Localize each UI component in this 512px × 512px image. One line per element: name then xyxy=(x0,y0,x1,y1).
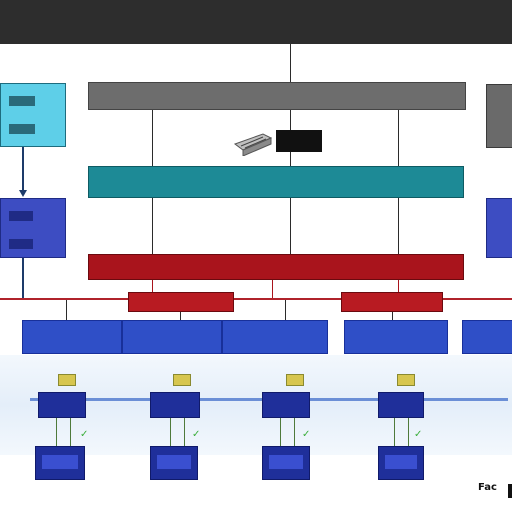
node-2-cable-a xyxy=(170,418,171,446)
red-tab-2 xyxy=(341,292,443,312)
server-icon xyxy=(233,130,273,157)
check-icon: ✓ xyxy=(80,429,89,440)
node-2-cable-b xyxy=(184,418,185,446)
left-cyan-chip-1 xyxy=(9,96,35,106)
left-cyan-chip-2 xyxy=(9,124,35,134)
teal-layer xyxy=(88,166,464,198)
connector-teal-b xyxy=(290,198,291,254)
node-4-device-screen xyxy=(385,455,417,469)
left-blue-box xyxy=(0,198,66,258)
battery-icon xyxy=(286,374,304,386)
red-tab-1 xyxy=(128,292,234,312)
node-3-device xyxy=(262,446,310,480)
node-4-device xyxy=(378,446,424,480)
node-2-device xyxy=(150,446,198,480)
blue-module-5 xyxy=(462,320,512,354)
node-2-device-screen xyxy=(157,455,191,469)
connector-blue-b xyxy=(180,312,181,320)
node-2 xyxy=(150,392,200,418)
node-3-cable-a xyxy=(280,418,281,446)
node-1 xyxy=(38,392,86,418)
node-3-device-screen xyxy=(269,455,303,469)
connector-red-c xyxy=(272,280,273,298)
connector-title-top xyxy=(290,44,291,82)
node-1-cable-a xyxy=(56,418,57,446)
battery-icon xyxy=(173,374,191,386)
connector-teal-c xyxy=(398,198,399,254)
left-blue-chip-2 xyxy=(9,239,33,249)
blue-module-4 xyxy=(344,320,448,354)
red-bus-line xyxy=(0,298,512,300)
connector-blue-c xyxy=(285,300,286,320)
blue-module-2 xyxy=(122,320,222,354)
server-label xyxy=(276,130,322,152)
node-4 xyxy=(378,392,424,418)
connector-top-a xyxy=(152,110,153,166)
left-blue-chip-1 xyxy=(9,211,33,221)
top-system-box xyxy=(88,82,466,110)
connector-blue-a xyxy=(66,300,67,320)
title-bar xyxy=(0,0,512,44)
connector-top-b xyxy=(290,110,291,130)
node-4-cable-a xyxy=(394,418,395,446)
node-1-cable-b xyxy=(70,418,71,446)
left-arrow-line-2 xyxy=(22,258,24,298)
node-1-device-screen xyxy=(42,455,78,469)
check-icon: ✓ xyxy=(302,429,311,440)
connector-teal-a xyxy=(152,198,153,254)
node-3-cable-b xyxy=(294,418,295,446)
red-layer xyxy=(88,254,464,280)
connector-blue-d xyxy=(392,312,393,320)
left-arrow-head-1 xyxy=(19,190,27,197)
right-gray-box xyxy=(486,84,512,148)
check-icon: ✓ xyxy=(414,429,423,440)
check-icon: ✓ xyxy=(192,429,201,440)
connector-top-c xyxy=(398,110,399,166)
left-arrow-line-1 xyxy=(22,147,24,193)
connector-red-a xyxy=(152,280,153,292)
node-4-cable-b xyxy=(408,418,409,446)
right-blue-box xyxy=(486,198,512,258)
battery-icon xyxy=(397,374,415,386)
blue-module-3 xyxy=(222,320,328,354)
node-3 xyxy=(262,392,310,418)
blue-module-1 xyxy=(22,320,122,354)
battery-icon xyxy=(58,374,76,386)
corner-label: Fac xyxy=(478,482,497,493)
left-cyan-box xyxy=(0,83,66,147)
connector-chip xyxy=(290,152,291,166)
connector-red-b xyxy=(398,280,399,292)
corner-icon xyxy=(508,484,512,498)
node-1-device xyxy=(35,446,85,480)
